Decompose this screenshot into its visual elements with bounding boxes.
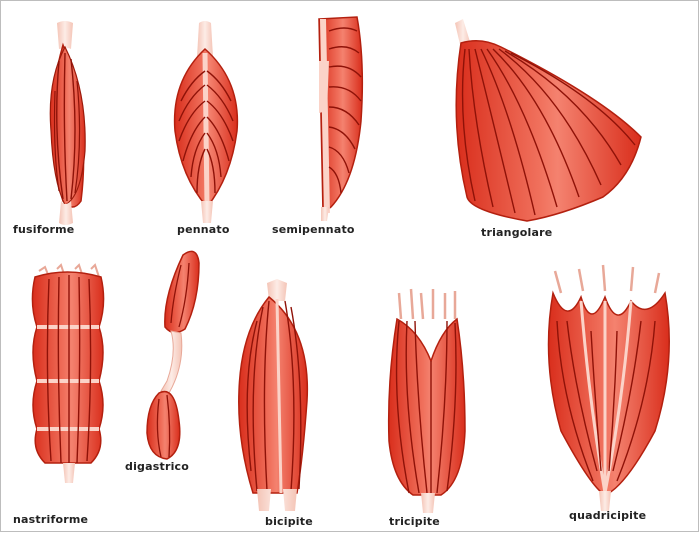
label-digastrico: digastrico — [125, 460, 189, 473]
quadricipite-muscle — [549, 265, 670, 511]
label-triangolare: triangolare — [481, 226, 552, 239]
label-quadricipite: quadricipite — [569, 509, 646, 522]
label-semipennato: semipennato — [272, 223, 355, 236]
label-nastriforme: nastriforme — [13, 513, 88, 526]
digastrico-muscle — [147, 251, 199, 459]
fusiforme-muscle — [50, 21, 85, 225]
label-fusiforme: fusiforme — [13, 223, 74, 236]
pennato-muscle — [175, 21, 238, 223]
semipennato-muscle — [319, 17, 362, 221]
nastriforme-muscle — [32, 265, 103, 483]
label-tricipite: tricipite — [389, 515, 440, 528]
bicipite-muscle — [239, 279, 308, 511]
tricipite-muscle — [389, 289, 465, 513]
label-pennato: pennato — [177, 223, 230, 236]
label-bicipite: bicipite — [265, 515, 313, 528]
triangolare-muscle — [455, 19, 641, 221]
